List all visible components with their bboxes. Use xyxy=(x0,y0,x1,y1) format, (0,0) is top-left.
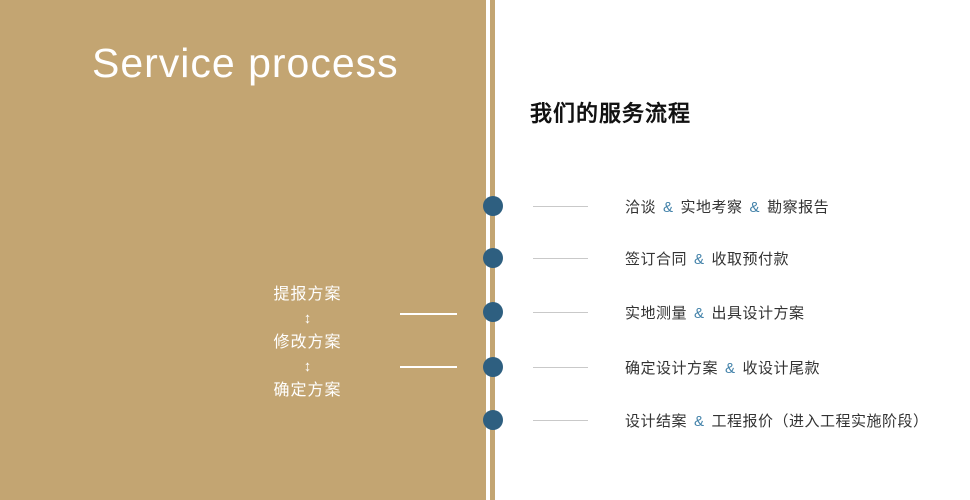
ampersand: & xyxy=(694,412,705,430)
step-text-segment: 工程报价（进入工程实施阶段） xyxy=(711,412,929,430)
step-text-segment: 收取预付款 xyxy=(711,250,790,268)
left-flow: 提报方案 ↕ 修改方案 ↕ 确定方案 xyxy=(240,283,375,403)
page-title: Service process xyxy=(92,40,399,86)
step-dot xyxy=(483,357,503,377)
connector-line xyxy=(533,419,588,421)
step-text-segment: 实地测量 xyxy=(625,304,688,322)
connector-line xyxy=(533,366,588,368)
step-text-segment: 勘察报告 xyxy=(767,198,830,216)
step-text-segment: 签订合同 xyxy=(625,250,688,268)
timeline-row: 实地测量&出具设计方案 xyxy=(533,302,805,322)
left-connector-line xyxy=(400,313,457,315)
connector-line xyxy=(533,205,588,207)
timeline-row: 签订合同&收取预付款 xyxy=(533,248,789,268)
step-text-segment: 出具设计方案 xyxy=(711,304,805,322)
connector-line xyxy=(533,311,588,313)
step-dot xyxy=(483,248,503,268)
section-heading: 我们的服务流程 xyxy=(530,101,692,126)
ampersand: & xyxy=(725,359,736,377)
step-text-segment: 收设计尾款 xyxy=(742,359,821,377)
flow-step-1: 提报方案 xyxy=(273,286,342,303)
ampersand: & xyxy=(749,198,761,216)
step-text-segment: 设计结案 xyxy=(625,412,688,430)
ampersand: & xyxy=(663,198,674,216)
timeline-row: 洽谈&实地考察&勘察报告 xyxy=(533,196,829,216)
flow-step-2: 修改方案 xyxy=(273,334,342,351)
step-text: 实地测量&出具设计方案 xyxy=(625,302,805,323)
left-panel: Service process 提报方案 ↕ 修改方案 ↕ 确定方案 xyxy=(0,0,486,500)
timeline-row: 设计结案&工程报价（进入工程实施阶段） xyxy=(533,410,929,430)
connector-line xyxy=(533,257,588,259)
step-text: 确定设计方案&收设计尾款 xyxy=(625,357,820,378)
step-text-segment: 洽谈 xyxy=(625,198,657,216)
step-text: 设计结案&工程报价（进入工程实施阶段） xyxy=(625,410,929,431)
step-dot xyxy=(483,410,503,430)
step-text-segment: 确定设计方案 xyxy=(625,359,719,377)
updown-arrow-icon: ↕ xyxy=(303,358,312,375)
step-dot xyxy=(483,196,503,216)
ampersand: & xyxy=(694,304,705,322)
step-dot xyxy=(483,302,503,322)
timeline-row: 确定设计方案&收设计尾款 xyxy=(533,357,820,377)
step-text-segment: 实地考察 xyxy=(680,198,743,216)
updown-arrow-icon: ↕ xyxy=(303,310,312,327)
left-connector-line xyxy=(400,366,457,368)
ampersand: & xyxy=(694,250,705,268)
step-text: 洽谈&实地考察&勘察报告 xyxy=(625,196,829,217)
step-text: 签订合同&收取预付款 xyxy=(625,248,789,269)
flow-step-3: 确定方案 xyxy=(273,382,342,399)
